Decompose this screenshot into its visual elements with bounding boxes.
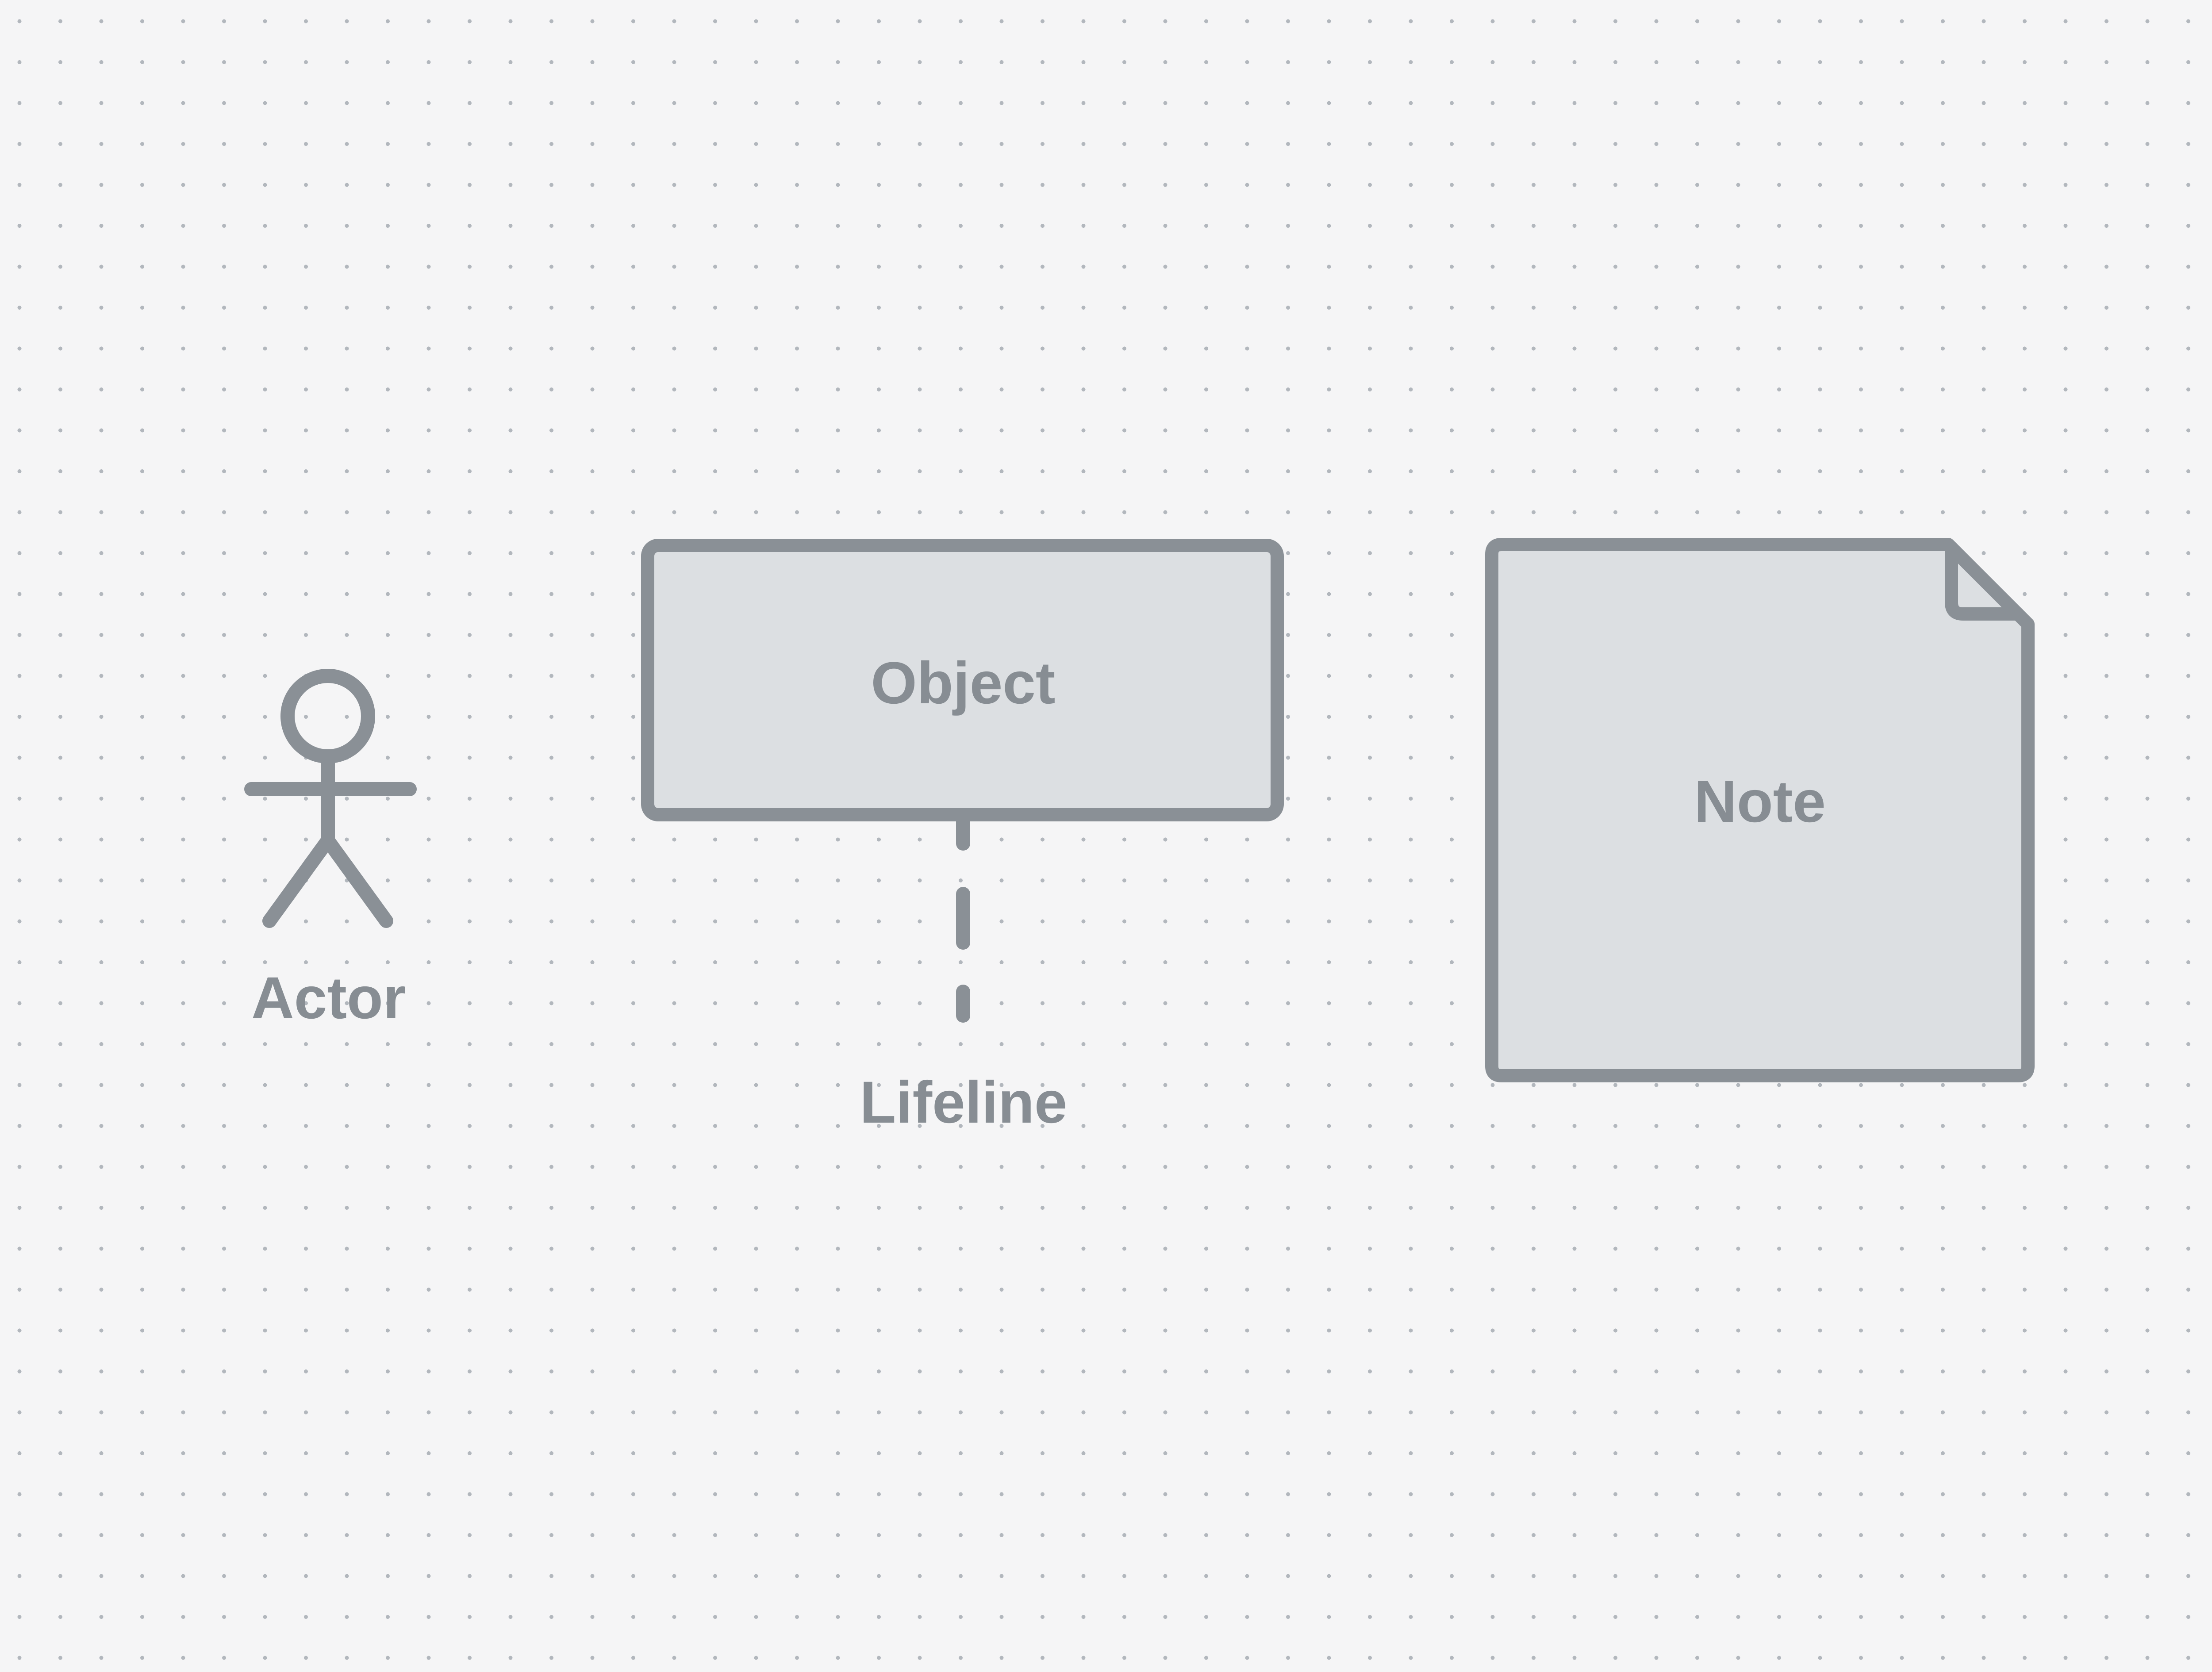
actor-leg-left [262,833,335,928]
note-fold-corner [1945,541,2024,621]
note-shape[interactable] [1485,538,2035,1082]
actor-label: Actor [251,965,406,1031]
object-label: Object [871,650,1056,716]
actor-leg-right [321,833,393,928]
lifeline-label: Lifeline [860,1070,1067,1135]
note-label: Note [1694,769,1826,835]
note-page [1485,538,2035,1082]
actor-shape[interactable] [244,669,417,928]
object-shape[interactable] [641,539,1284,821]
object-rectangle [641,539,1284,821]
actor-head [280,669,375,763]
